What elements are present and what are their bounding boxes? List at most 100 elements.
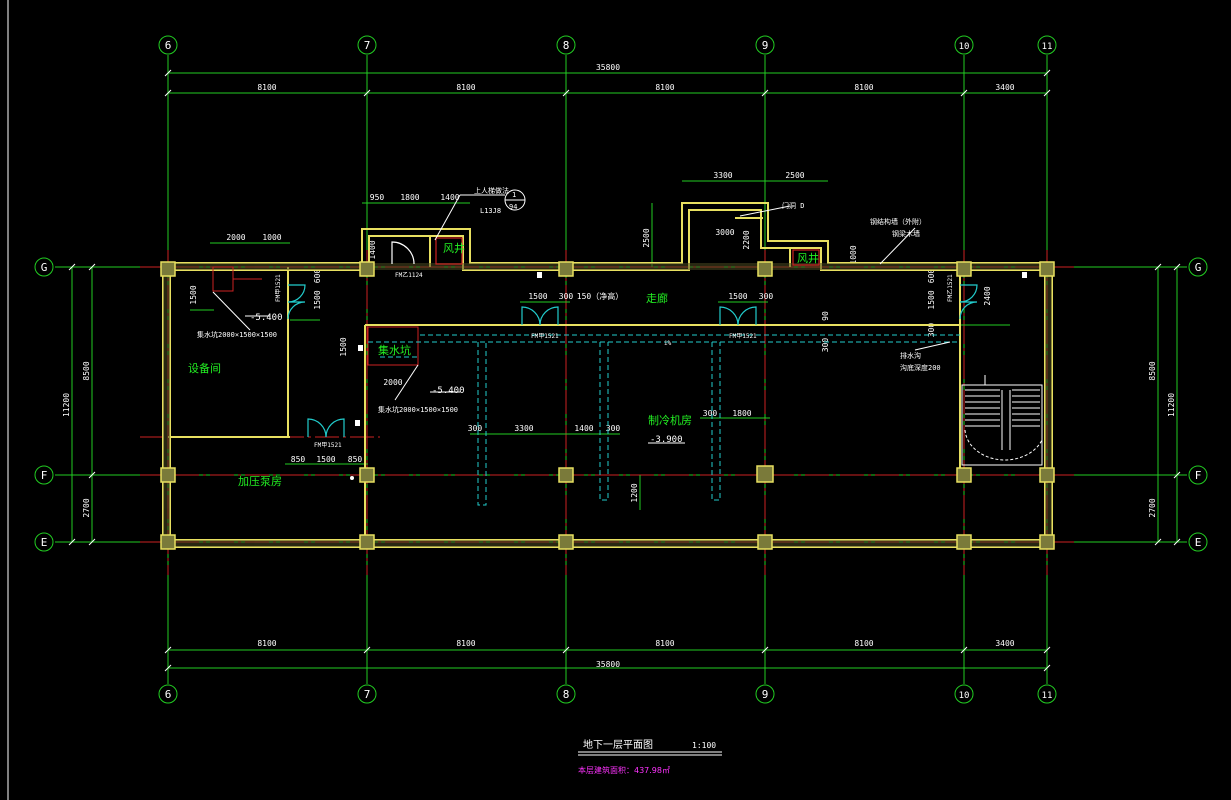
- stair: [961, 375, 1043, 466]
- room-pressure-pump: 加压泵房: [238, 475, 282, 488]
- dim-drain-300: 300: [927, 323, 936, 338]
- note-wall: 钢结构墙（外附）: [870, 217, 926, 226]
- dim-right-1500: 1500: [927, 290, 936, 309]
- dim-top-bay-1: 8100: [257, 83, 276, 92]
- drawing-title: 地下一层平面图: [583, 738, 653, 751]
- dim-corr-90: 90: [821, 311, 830, 321]
- dim-corr-300a: 300: [559, 292, 574, 301]
- dim-chiller-1800: 1800: [732, 409, 751, 418]
- ducts: [368, 334, 960, 506]
- leader-lines: [212, 189, 951, 444]
- dim-right-600: 600: [927, 269, 936, 284]
- dim-left-total: 11200: [62, 393, 71, 417]
- dim-lower-850a: 850: [291, 455, 306, 464]
- columns: [160, 261, 1055, 550]
- note-drain2: 沟底深度200: [900, 363, 941, 372]
- axis-label-e-left: E: [41, 536, 48, 549]
- note-stair-ref: 上人梯做法: [474, 186, 509, 195]
- room-equipment: 设备间: [188, 361, 221, 375]
- note-stair-ref-code: L13J8: [480, 207, 501, 215]
- dim-notch-950: 950: [370, 193, 385, 202]
- dim-right-8500: 8500: [1148, 361, 1157, 380]
- drawing-scale: 1:100: [692, 741, 716, 750]
- note-drain: 排水沟: [900, 351, 921, 360]
- dim-notch-1800: 1800: [400, 193, 419, 202]
- dim-chiller-300b: 300: [606, 424, 621, 433]
- room-labels: 风井 风井 走廊 集水坑 设备间 制冷机房 加压泵房: [188, 241, 819, 488]
- axis-label-11-bottom: 11: [1042, 691, 1053, 701]
- dim-right-2400: 2400: [983, 286, 992, 305]
- note-door-d: 门洞 D: [782, 201, 804, 210]
- dim-left-8500: 8500: [82, 361, 91, 380]
- axis-label-e-right: E: [1195, 536, 1202, 549]
- dim-bottom-total: 35800: [596, 660, 620, 669]
- axis-bubble-labels: 6 7 8 9 10 11 6 7 8 9 10 11 G F E G F E: [41, 39, 1202, 701]
- dim-left-1500b: 1500: [313, 290, 322, 309]
- dimension-ticks: [68, 69, 1181, 672]
- dim-chiller-1200: 1200: [630, 483, 639, 502]
- sump-pits: [212, 266, 419, 366]
- dim-notch-r-3300: 3300: [713, 171, 732, 180]
- note-chiller-level: -3.900: [650, 435, 683, 445]
- door-notch: [391, 237, 820, 266]
- dim-bottom-bay-5: 3400: [995, 639, 1014, 648]
- dim-chiller-3300: 3300: [514, 424, 533, 433]
- note-drain-i: i%: [664, 340, 672, 347]
- dim-left-600: 600: [313, 269, 322, 284]
- dim-inner-3000: 3000: [715, 228, 734, 237]
- axis-label-f-right: F: [1195, 469, 1202, 482]
- dim-left-1000: 1000: [262, 233, 281, 242]
- note-right-fm: FM乙1521: [947, 274, 954, 302]
- note-stair-ref-no: 1: [512, 191, 516, 199]
- title-block: 地下一层平面图 1:100 本层建筑面积：437.98㎡: [578, 738, 722, 775]
- axis-label-11-top: 11: [1042, 42, 1053, 52]
- room-wind-shaft-2: 风井: [797, 251, 819, 265]
- axis-label-6-top: 6: [165, 39, 172, 52]
- axis-label-10-bottom: 10: [959, 691, 970, 701]
- dim-sump2-2000: 2000: [383, 378, 402, 387]
- dim-top-bay-4: 8100: [854, 83, 873, 92]
- dim-lower-850b: 850: [348, 455, 363, 464]
- axis-label-9-top: 9: [762, 39, 769, 52]
- dim-left-2700: 2700: [82, 498, 91, 517]
- dim-right-total: 11200: [1167, 393, 1176, 417]
- axis-grid-lines: [55, 55, 1187, 684]
- note-door-top-left: FM乙1124: [395, 272, 423, 279]
- dim-left-1500v: 1500: [189, 285, 198, 304]
- note-stair-ref-page: 94: [509, 203, 517, 211]
- dimension-lines: [71, 72, 1178, 669]
- area-note: 本层建筑面积：437.98㎡: [578, 765, 670, 775]
- note-sump1-level: -5.400: [250, 313, 283, 323]
- wall-fill: [163, 263, 1052, 547]
- axis-label-9-bottom: 9: [762, 688, 769, 701]
- axis-label-7-bottom: 7: [364, 688, 371, 701]
- doors: [287, 284, 978, 438]
- axis-label-g-left: G: [41, 261, 48, 274]
- note-door-corridor: FM甲1521: [531, 333, 559, 340]
- annotations: 上人梯做法 L13J8 1 94 门洞 D 钢结构墙（外附） 钢梁木墙 FM甲1…: [197, 186, 954, 449]
- note-sump2-level: -5.400: [432, 386, 465, 396]
- dim-lower-1500: 1500: [316, 455, 335, 464]
- axis-label-8-bottom: 8: [563, 688, 570, 701]
- room-wind-shaft-1: 风井: [443, 241, 465, 255]
- dim-notch-r-h: 2500: [642, 228, 651, 247]
- dim-notch-1400: 1400: [440, 193, 459, 202]
- axis-label-8-top: 8: [563, 39, 570, 52]
- dim-top-bay-3: 8100: [655, 83, 674, 92]
- dim-bottom-bay-2: 8100: [456, 639, 475, 648]
- note-door-lower: FM甲1521: [314, 442, 342, 449]
- note-sump1-size: 集水坑2000×1500×1500: [197, 330, 277, 339]
- dim-chiller-300a: 300: [468, 424, 483, 433]
- dim-corr-1500a: 1500: [528, 292, 547, 301]
- axis-label-f-left: F: [41, 469, 48, 482]
- note-door-corridor-b: FM甲1521: [729, 333, 757, 340]
- dim-top-total: 35800: [596, 63, 620, 72]
- dim-chiller-300c: 300: [703, 409, 718, 418]
- dim-notch-r-2500: 2500: [785, 171, 804, 180]
- dim-corr-300b: 300: [759, 292, 774, 301]
- dim-corr-150: 150（净高）: [577, 291, 623, 301]
- note-wall2: 钢梁木墙: [892, 229, 920, 238]
- dim-corr-300c: 300: [821, 338, 830, 353]
- dim-bottom-bay-1: 8100: [257, 639, 276, 648]
